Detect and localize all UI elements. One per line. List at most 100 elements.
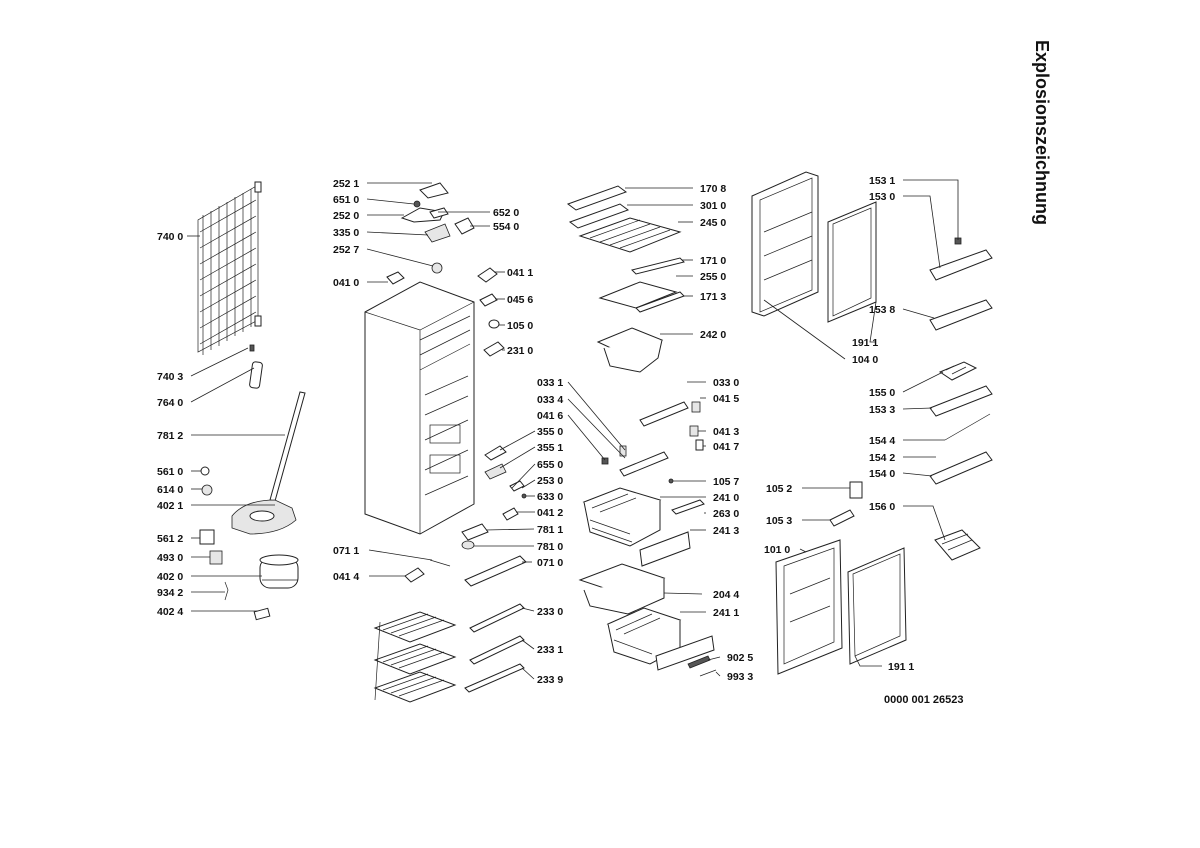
screw-633-0-part (521, 493, 527, 499)
basket-241-1-part (606, 607, 682, 665)
callout-402-0: 402 0 (157, 571, 183, 583)
callout-191-1-upper: 191 1 (852, 337, 878, 349)
callout-071-0: 071 0 (537, 557, 563, 569)
callout-071-1: 071 1 (333, 545, 359, 557)
callout-041-6: 041 6 (537, 410, 563, 422)
relay-part (199, 529, 215, 545)
callout-740-0: 740 0 (157, 231, 183, 243)
callout-902-5: 902 5 (727, 652, 753, 664)
callout-041-3: 041 3 (713, 426, 739, 438)
callout-242-0: 242 0 (700, 329, 726, 341)
callout-033-1: 033 1 (537, 377, 563, 389)
callout-041-1: 041 1 (507, 267, 533, 279)
cover-105-3-part (829, 509, 855, 527)
callout-171-3: 171 3 (700, 291, 726, 303)
door-shelf-154-0-part (929, 451, 993, 485)
ice-tray-155-0-part (938, 361, 978, 381)
rod-154-4-part (944, 413, 991, 441)
callout-934-2: 934 2 (157, 587, 183, 599)
callout-554-0: 554 0 (493, 221, 519, 233)
callout-153-3: 153 3 (869, 404, 895, 416)
frame-071-0-part (464, 555, 527, 587)
lower-door-part (775, 539, 843, 675)
callout-614-0: 614 0 (157, 484, 183, 496)
callout-633-0: 633 0 (537, 491, 563, 503)
callout-233-0: 233 0 (537, 606, 563, 618)
leader-lines (187, 179, 959, 680)
thermostat-part (424, 223, 451, 243)
front-panel-part (655, 635, 715, 671)
part-drawings (197, 171, 993, 703)
bracket-041-1-part (477, 267, 498, 283)
callout-740-3: 740 3 (157, 371, 183, 383)
compressor-cover-part (231, 499, 297, 535)
callout-252-7: 252 7 (333, 244, 359, 256)
callout-154-2: 154 2 (869, 452, 895, 464)
callout-255-0: 255 0 (700, 271, 726, 283)
callout-301-0: 301 0 (700, 200, 726, 212)
callout-764-0: 764 0 (157, 397, 183, 409)
shelf-rail-233-0-part (469, 603, 525, 633)
callout-241-0: 241 0 (713, 492, 739, 504)
callout-233-1: 233 1 (537, 644, 563, 656)
fitting-561-0-part (200, 466, 210, 476)
callout-561-0: 561 0 (157, 466, 183, 478)
label-902-5-part (687, 655, 711, 669)
callout-105-0: 105 0 (507, 320, 533, 332)
callout-993-3: 993 3 (727, 671, 753, 683)
bracket-105-2-part (849, 481, 863, 499)
shelf-245-0-part (578, 217, 682, 253)
clip-041-3-part (689, 425, 699, 437)
callout-233-9: 233 9 (537, 674, 563, 686)
lamp-socket-part (454, 217, 475, 235)
callout-781-1: 781 1 (537, 524, 563, 536)
front-241-3-part (639, 531, 691, 567)
callout-170-8: 170 8 (700, 183, 726, 195)
upper-door-part (751, 171, 819, 317)
callout-781-0: 781 0 (537, 541, 563, 553)
hinge-231-0-part (483, 341, 505, 357)
callout-402-4: 402 4 (157, 606, 183, 618)
callout-105-7: 105 7 (713, 476, 739, 488)
callout-402-1: 402 1 (157, 500, 183, 512)
callout-045-6: 045 6 (507, 294, 533, 306)
callout-493-0: 493 0 (157, 552, 183, 564)
fitting-614-0-part (201, 484, 213, 496)
clip-041-6-part (601, 457, 609, 465)
cabinet-part (364, 281, 475, 535)
callout-561-2: 561 2 (157, 533, 183, 545)
callout-253-0: 253 0 (537, 475, 563, 487)
switch-652-0-part (429, 207, 449, 219)
callout-154-0: 154 0 (869, 468, 895, 480)
glass-shelf-255-0-part (598, 281, 678, 309)
egg-tray-156-0-part (934, 529, 981, 561)
callout-041-7: 041 7 (713, 441, 739, 453)
wire-shelves-part (373, 611, 457, 703)
bracket-041-2-part (502, 507, 519, 521)
tray-781-1-part (461, 523, 489, 541)
door-shelf-153-8-part (929, 299, 993, 331)
strip-171-0-part (631, 257, 685, 275)
callout-355-1: 355 1 (537, 442, 563, 454)
door-shelf-153-0-part (929, 249, 993, 281)
callout-335-0: 335 0 (333, 227, 359, 239)
callout-153-0: 153 0 (869, 191, 895, 203)
callout-241-1: 241 1 (713, 607, 739, 619)
clip-041-5-part (691, 401, 701, 413)
callout-154-4: 154 4 (869, 435, 895, 447)
capacitor-part (209, 550, 223, 565)
callout-105-3: 105 3 (766, 515, 792, 527)
callout-labels: 740 0 740 3 764 0 781 2 561 0 614 0 402 … (157, 175, 914, 686)
callout-655-0: 655 0 (537, 459, 563, 471)
pin-105-7-part (668, 478, 674, 484)
strip-071-1-part (429, 559, 451, 567)
thermostat-housing-part (419, 182, 449, 199)
drier-cap-part (249, 344, 255, 352)
bracket-402-4-part (253, 607, 271, 621)
plug-781-0-part (461, 540, 475, 550)
panel-033-4-part (619, 451, 669, 477)
panel-033-0-part (639, 401, 689, 427)
callout-231-0: 231 0 (507, 345, 533, 357)
callout-651-0: 651 0 (333, 194, 359, 206)
callout-041-4: 041 4 (333, 571, 359, 583)
